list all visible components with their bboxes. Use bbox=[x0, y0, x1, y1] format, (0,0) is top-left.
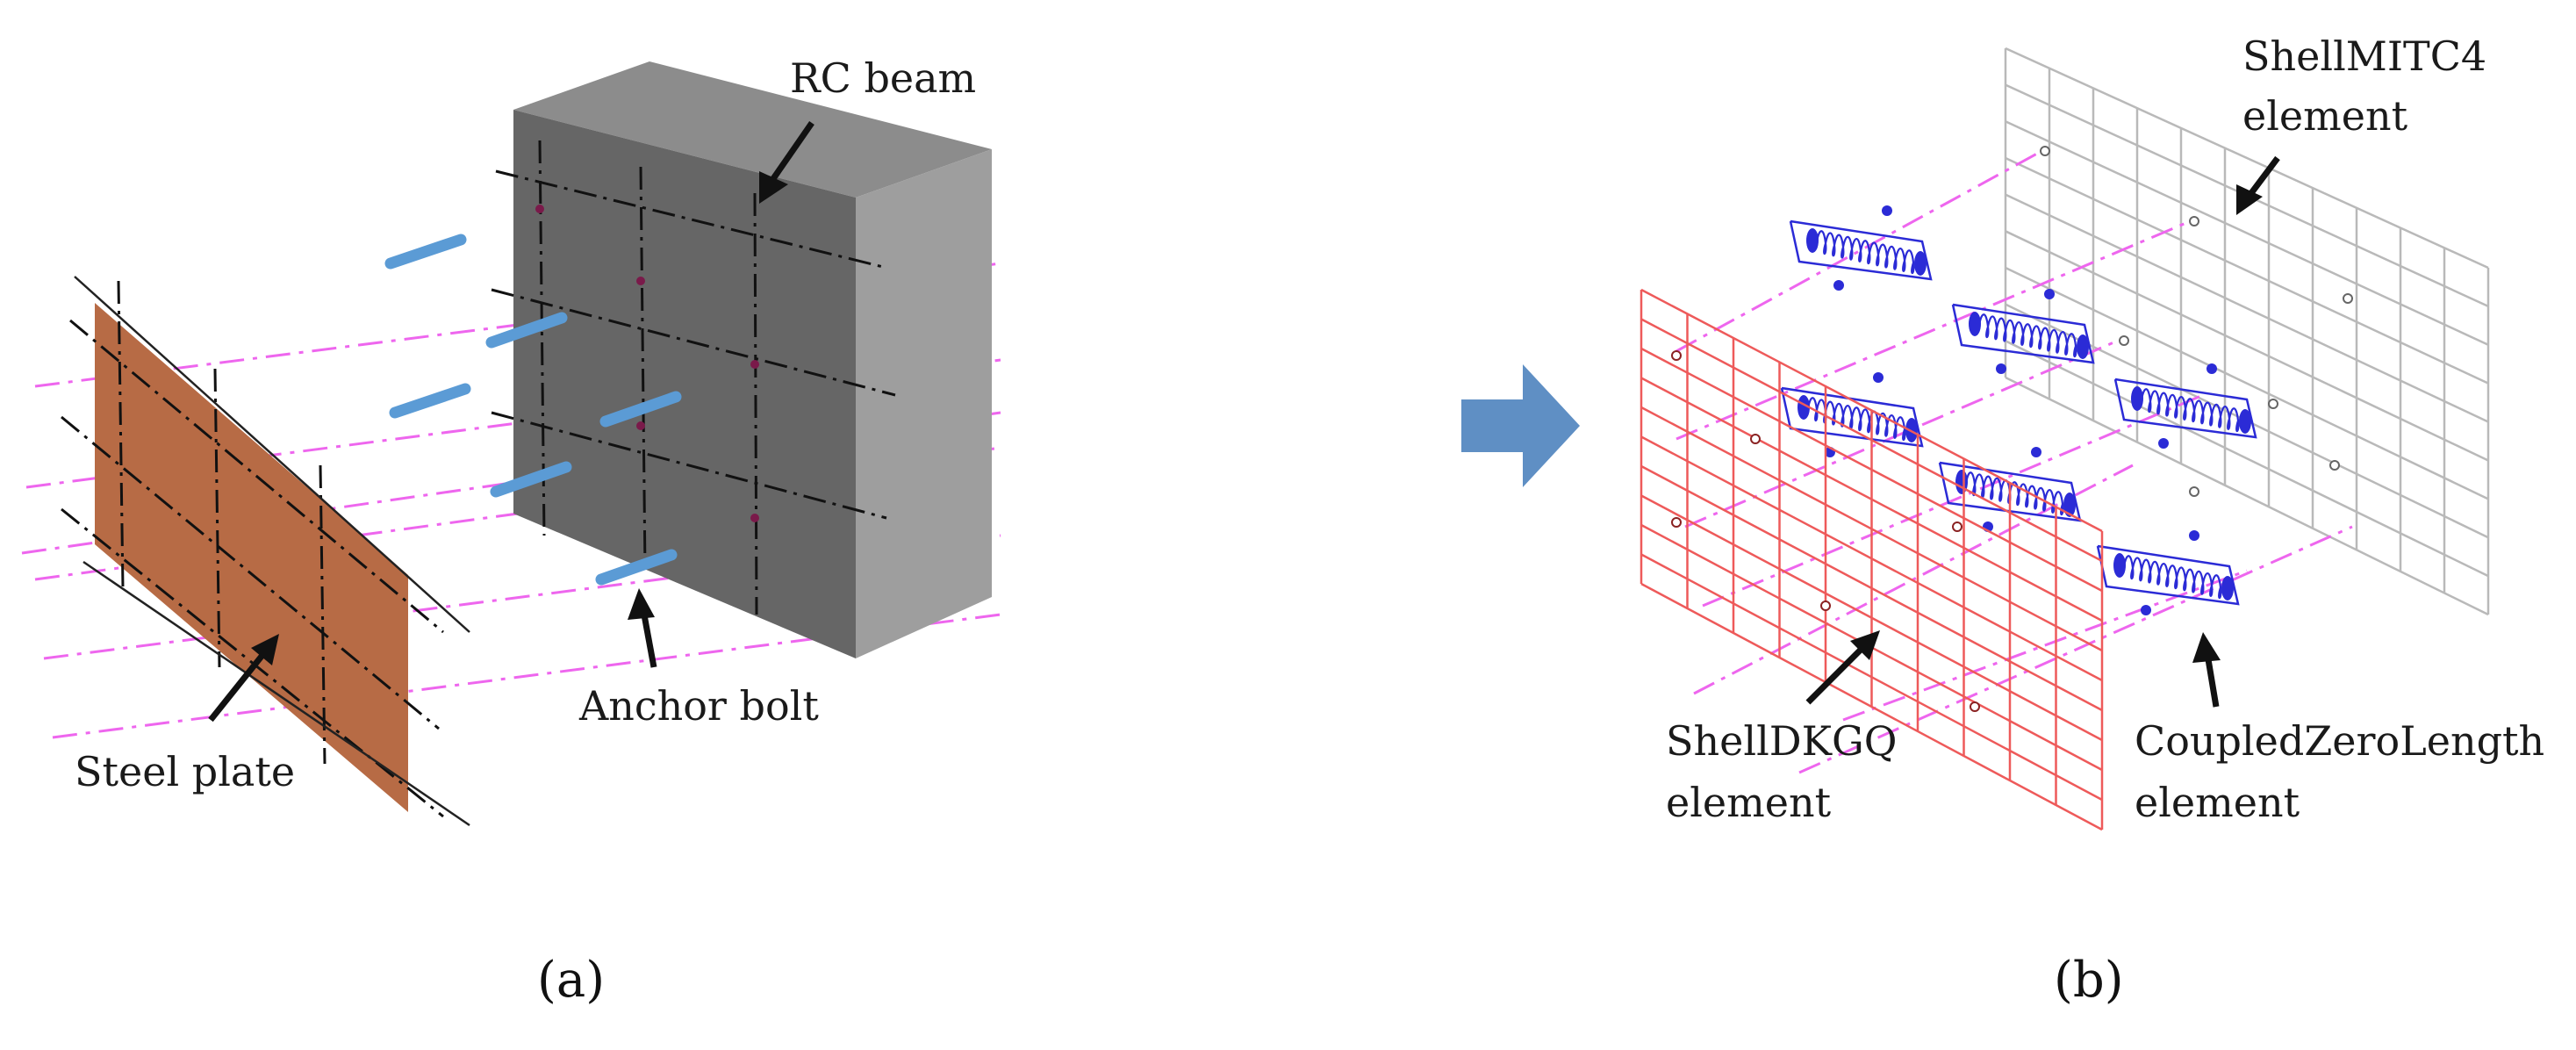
mitc4-node bbox=[2268, 399, 2278, 409]
connection-node bbox=[636, 421, 645, 430]
steel-plate-block bbox=[61, 276, 470, 827]
dkgq-grid-hline bbox=[1640, 347, 2103, 593]
coupled-label-line1: CoupledZeroLength bbox=[2135, 717, 2544, 765]
dkgq-node bbox=[1952, 521, 1962, 532]
mitc4-grid-hline bbox=[2005, 47, 2489, 270]
mitc4-grid-hline bbox=[2005, 230, 2489, 462]
fe-axis-line bbox=[1675, 147, 2046, 353]
steel-plate-edge-lines bbox=[74, 276, 470, 827]
steel-plate-grid-lines bbox=[61, 280, 444, 818]
dkgq-grid-hline bbox=[1640, 464, 2103, 712]
steel-plate-arrow bbox=[208, 634, 279, 723]
panel-a-caption: (a) bbox=[537, 952, 605, 1009]
mitc4-node bbox=[2329, 460, 2340, 471]
coupled-label-line2: element bbox=[2135, 779, 2300, 826]
dkgq-node bbox=[1671, 517, 1682, 528]
connection-node bbox=[750, 514, 759, 522]
connection-node bbox=[750, 360, 759, 369]
rc-beam-top-face bbox=[513, 61, 992, 198]
right-arrow-icon bbox=[1461, 364, 1580, 487]
anchor-bolt-label: Anchor bolt bbox=[578, 682, 819, 730]
anchor-bolt-rod bbox=[384, 234, 467, 270]
panel-b-fe-model: ShellMITC4 element ShellDKGQ element Cou… bbox=[1640, 32, 2544, 1009]
fe-axis-line bbox=[1842, 569, 2248, 722]
shell-mitc4-label-line1: ShellMITC4 bbox=[2242, 32, 2486, 80]
connection-node bbox=[535, 205, 544, 213]
dkgq-grid-hline bbox=[1640, 435, 2103, 682]
dkgq-node bbox=[1970, 701, 1980, 712]
anchor-bolt-rod bbox=[485, 312, 568, 349]
anchor-bolt-rod bbox=[599, 391, 682, 428]
coupled-zero-length-spring bbox=[2096, 530, 2240, 615]
dkgq-grid-hline bbox=[1640, 582, 2103, 831]
steel-plate-label: Steel plate bbox=[75, 748, 295, 795]
fe-axis-line bbox=[1798, 525, 2353, 774]
dkgq-node bbox=[1750, 434, 1761, 444]
fe-axis-line bbox=[1675, 218, 2195, 441]
coupled-zero-length-spring bbox=[1789, 205, 1933, 291]
shell-mitc4-arrow bbox=[2236, 155, 2280, 215]
coupled-arrow bbox=[2192, 632, 2221, 708]
anchor-bolt-arrow bbox=[628, 588, 657, 668]
anchor-bolt-rod bbox=[595, 549, 678, 586]
mitc4-grid-hline bbox=[2005, 120, 2489, 346]
anchor-bolt-rod bbox=[490, 461, 572, 498]
mitc4-grid-hline bbox=[2005, 266, 2489, 500]
shell-mitc4-label-line2: element bbox=[2242, 92, 2408, 140]
mitc4-node bbox=[2189, 216, 2199, 227]
coupled-zero-length-springs bbox=[1780, 205, 2257, 615]
mitc4-grid-hline bbox=[2005, 376, 2489, 616]
mitc4-grid-hline bbox=[2005, 193, 2489, 423]
rc-beam-side-face bbox=[856, 149, 992, 658]
dkgq-grid-hline bbox=[1640, 318, 2103, 563]
mitc4-grid-hline bbox=[2005, 340, 2489, 578]
coupled-zero-length-spring bbox=[1780, 372, 1924, 457]
shell-dkgq-label-line2: element bbox=[1666, 779, 1832, 826]
mitc4-node bbox=[2343, 293, 2353, 304]
coupled-zero-length-spring bbox=[2113, 363, 2257, 449]
dkgq-grid-hline bbox=[1640, 288, 2103, 533]
rc-beam-arrow bbox=[759, 121, 814, 204]
panel-b-caption: (b) bbox=[2054, 952, 2124, 1009]
mitc4-node bbox=[2189, 486, 2199, 497]
mitc4-grid-hline bbox=[2005, 156, 2489, 385]
shell-dkgq-arrow bbox=[1805, 630, 1880, 705]
dkgq-grid-hline bbox=[1640, 377, 2103, 622]
fe-axis-line bbox=[1684, 336, 2125, 529]
dkgq-node bbox=[1671, 350, 1682, 361]
dkgq-grid-hline bbox=[1640, 494, 2103, 742]
mitc4-node bbox=[2119, 335, 2129, 346]
panel-a-anchorage-model: RC beam Anchor bolt Steel plate (a) bbox=[21, 54, 1001, 1009]
shell-dkgq-mesh bbox=[1640, 288, 2104, 831]
mitc4-node bbox=[2040, 146, 2050, 156]
rc-beam-front-face bbox=[513, 110, 856, 658]
anchor-bolt-rod bbox=[389, 383, 471, 419]
coupled-zero-length-spring bbox=[1951, 289, 2095, 374]
dkgq-grid-hline bbox=[1640, 406, 2103, 652]
connection-node bbox=[636, 277, 645, 285]
steel-plate-face bbox=[95, 303, 408, 812]
shell-dkgq-label-line1: ShellDKGQ bbox=[1666, 717, 1898, 765]
dkgq-grid-hline bbox=[1640, 553, 2103, 802]
rc-beam-block bbox=[491, 61, 992, 658]
fe-axis-line bbox=[1702, 393, 2204, 608]
dkgq-node bbox=[1820, 601, 1831, 611]
rc-beam-label: RC beam bbox=[790, 54, 976, 102]
